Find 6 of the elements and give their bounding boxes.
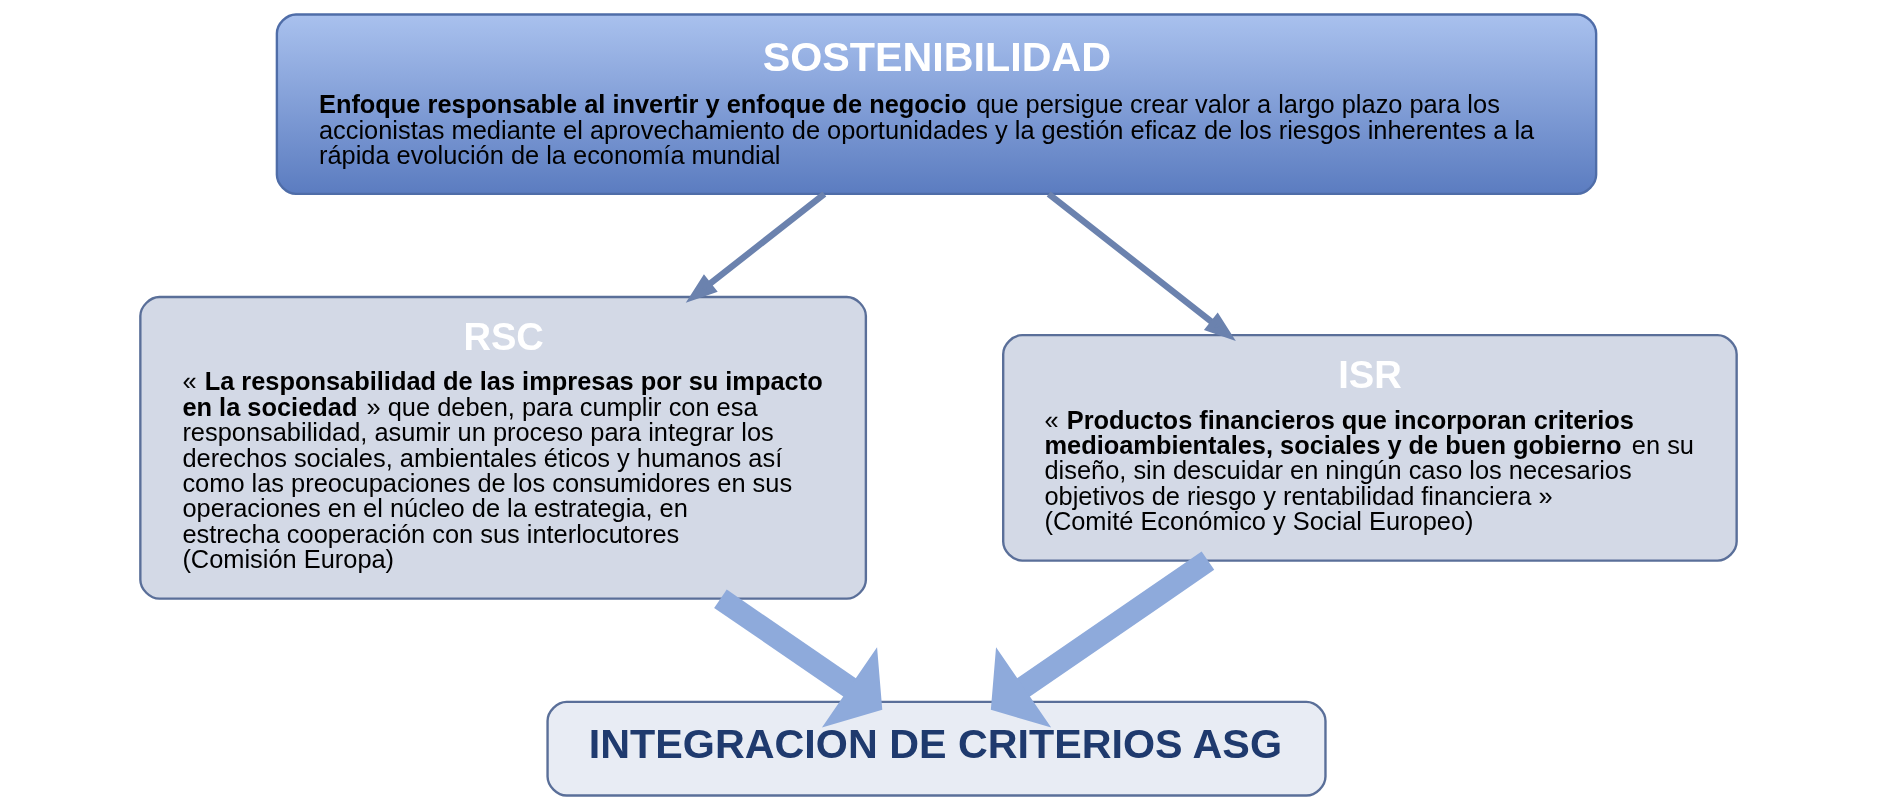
arrow: [714, 589, 883, 728]
arrow: [990, 551, 1215, 728]
node-box: SOSTENIBILIDAD Enfoque responsable al invertir y enfoque de negocio que persigue crear valor a largo plazo para los accionistas mediante el aprovechamiento de oportunidades y la gestión eficaz de los riesgos inherentes a la rápida evolución de la economía mundial: [275, 13, 1598, 196]
node-box: INTEGRACION DE CRITERIOS ASG: [546, 700, 1327, 797]
arrow: [685, 191, 827, 303]
arrow: [1046, 191, 1236, 341]
